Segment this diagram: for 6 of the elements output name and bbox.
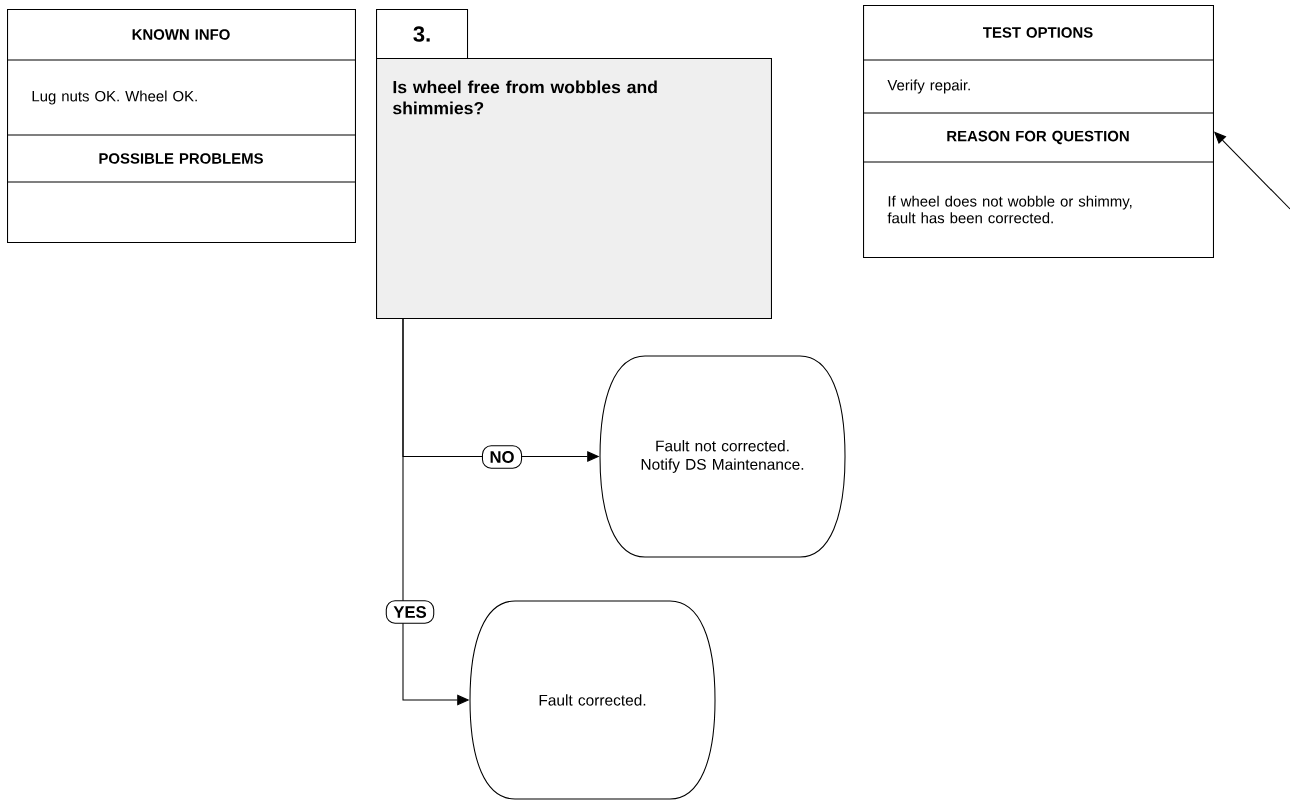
question-box: Is wheel free from wobbles and shimmies?: [376, 58, 772, 319]
arrow: [1214, 131, 1290, 210]
edge-label: YES: [385, 600, 435, 624]
edge-label: NO: [481, 445, 523, 469]
info-panel: TEST OPTIONS Verify repair. REASON FOR QUESTION If wheel does not wobble or shimmy, fault has been corrected.: [862, 5, 1214, 258]
info-panel: KNOWN INFO Lug nuts OK. Wheel OK. POSSIBLE PROBLEMS: [6, 9, 356, 243]
